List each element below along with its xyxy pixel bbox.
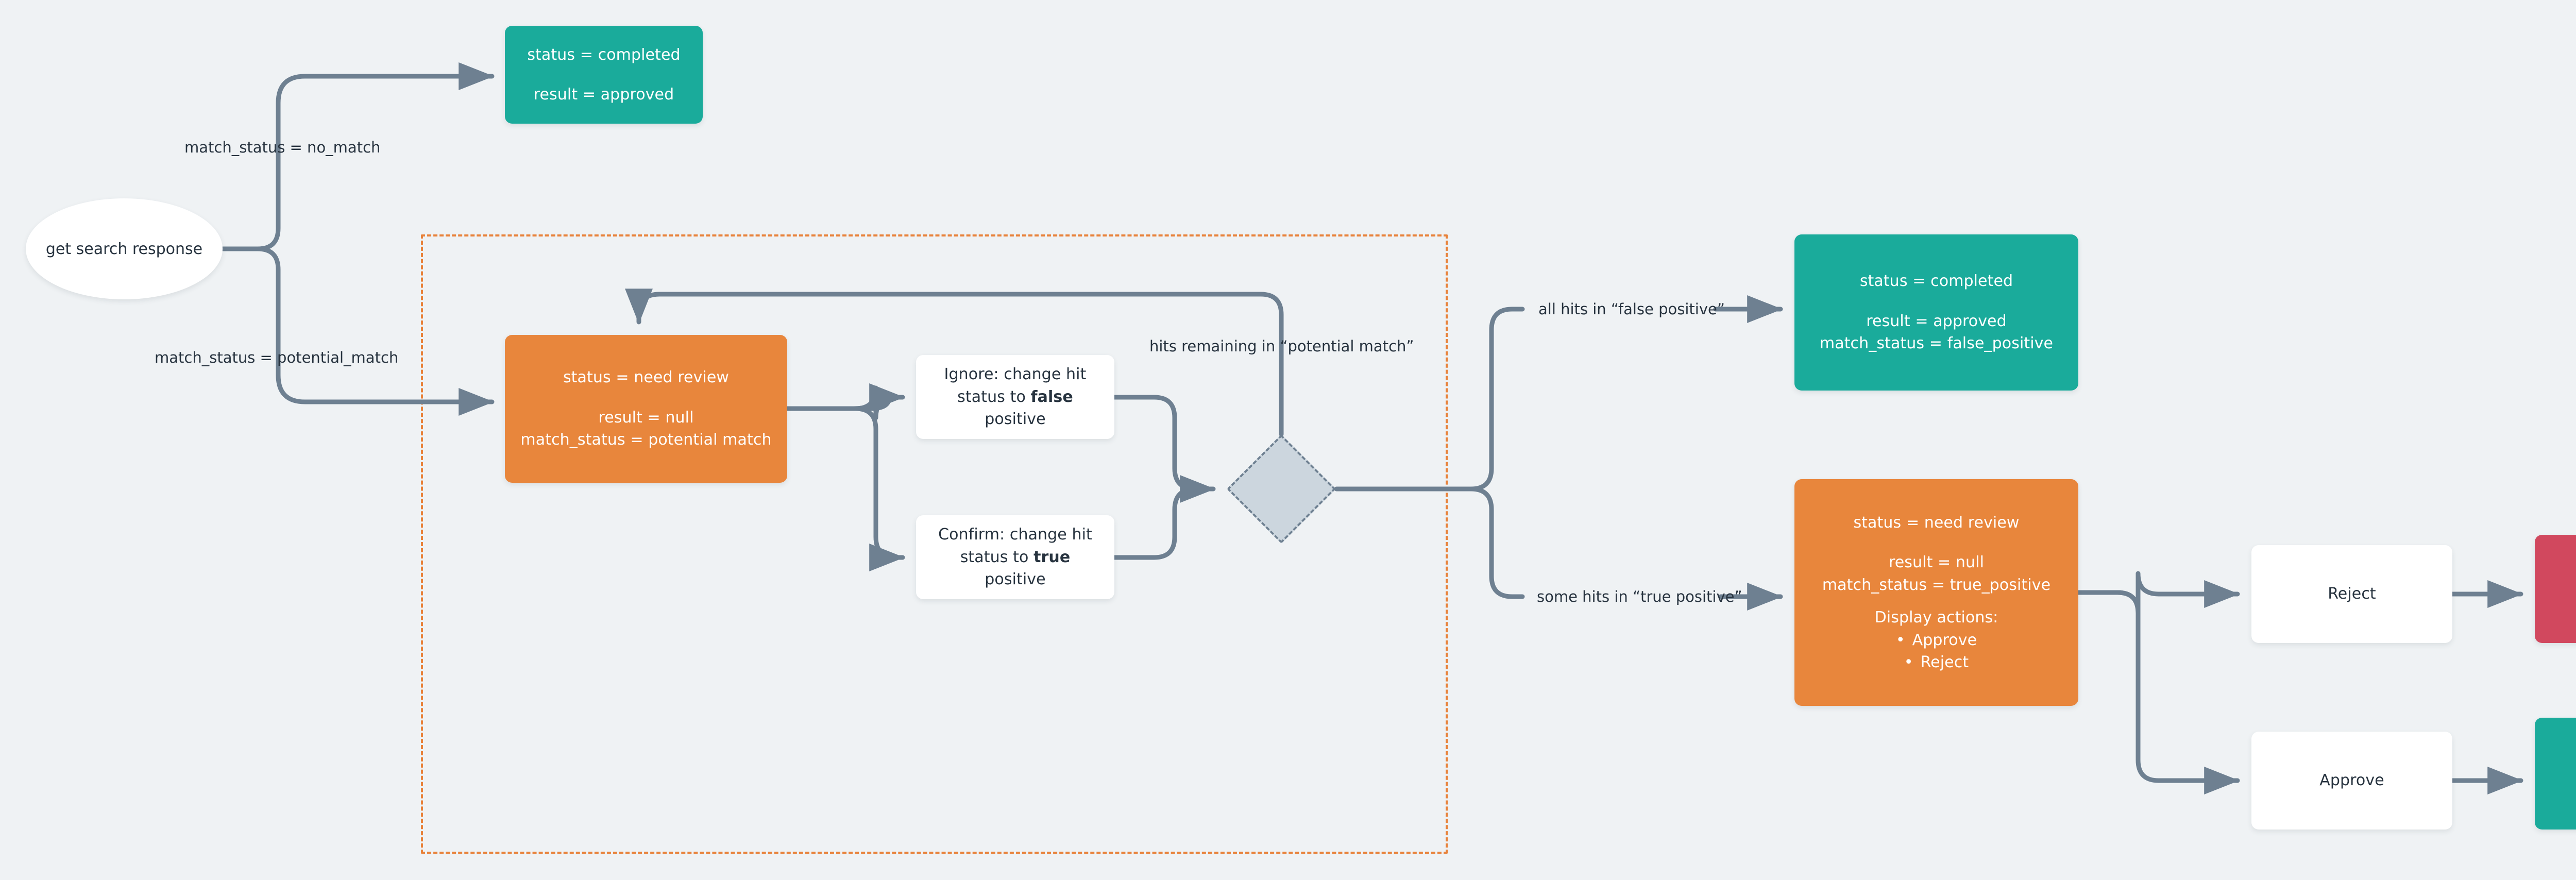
ignore-line-2: status to false: [957, 386, 1073, 409]
node-get-search-response[interactable]: get search response: [26, 198, 223, 299]
display-actions-list: Approve Reject: [1896, 629, 1977, 674]
ignore-line-1: Ignore: change hit: [944, 365, 1087, 384]
edge-label-all-false-positive: all hits in “false positive”: [1538, 300, 1725, 318]
node-false-positive-result[interactable]: status = completed result = approved mat…: [1794, 234, 2078, 391]
match-status-line: match_status = true_positive: [1822, 576, 2051, 594]
result-line: result = null: [598, 408, 694, 427]
ignore-line-3: positive: [985, 410, 1046, 429]
edge-label-potential-match: match_status = potential_match: [155, 349, 399, 366]
status-line: status = need review: [1853, 513, 2020, 532]
node-approved-result[interactable]: status = completed result = approved: [2535, 718, 2576, 830]
edge-decision-up: [1468, 307, 1525, 492]
edge-label-no-match: match_status = no_match: [184, 139, 381, 156]
edge-tp-reject: [2115, 571, 2240, 616]
confirm-line-2-emphasis: true: [1033, 548, 1071, 566]
edge-decision-down: [1468, 486, 1525, 599]
node-no-match-result[interactable]: status = completed result = approved: [505, 26, 703, 124]
match-status-line: match_status = potential match: [520, 431, 772, 449]
edge-label-some-true-positive: some hits in “true positive”: [1537, 588, 1742, 605]
node-need-review-true-positive[interactable]: status = need review result = null match…: [1794, 479, 2078, 706]
result-line: result = null: [1888, 553, 1985, 571]
action-item-approve[interactable]: Approve: [1896, 629, 1977, 652]
match-status-line: match_status = false_positive: [1819, 334, 2054, 353]
result-line: result = approved: [1866, 312, 2007, 330]
node-label: Reject: [2328, 585, 2376, 603]
node-label: get search response: [45, 240, 203, 258]
edge-tp-approve: [2115, 590, 2240, 794]
confirm-line-1: Confirm: change hit: [938, 526, 1092, 544]
node-rejected-result[interactable]: status = completed result = rejected: [2535, 535, 2576, 643]
confirm-line-3: positive: [985, 570, 1046, 589]
confirm-line-2: status to true: [960, 546, 1071, 569]
review-loop-group: [421, 234, 1448, 854]
node-confirm-action[interactable]: Confirm: change hit status to true posit…: [916, 515, 1114, 599]
confirm-line-2-prefix: status to: [960, 548, 1034, 566]
node-ignore-action[interactable]: Ignore: change hit status to false posit…: [916, 355, 1114, 439]
status-line: status = completed: [527, 45, 681, 64]
node-label: Approve: [2319, 771, 2384, 790]
node-need-review-potential-match[interactable]: status = need review result = null match…: [505, 335, 787, 483]
ignore-line-2-emphasis: false: [1030, 387, 1073, 406]
action-item-reject[interactable]: Reject: [1896, 651, 1977, 674]
edge-label-hits-remaining: hits remaining in “potential match”: [1149, 337, 1414, 355]
ignore-line-2-prefix: status to: [957, 387, 1031, 406]
node-reject-action[interactable]: Reject: [2251, 545, 2452, 643]
status-line: status = need review: [563, 368, 730, 387]
status-line: status = completed: [1859, 272, 2013, 291]
display-actions-label: Display actions:: [1874, 608, 1998, 627]
result-line: result = approved: [533, 86, 674, 104]
node-approve-action[interactable]: Approve: [2251, 732, 2452, 830]
edge-no-match: [255, 62, 495, 251]
